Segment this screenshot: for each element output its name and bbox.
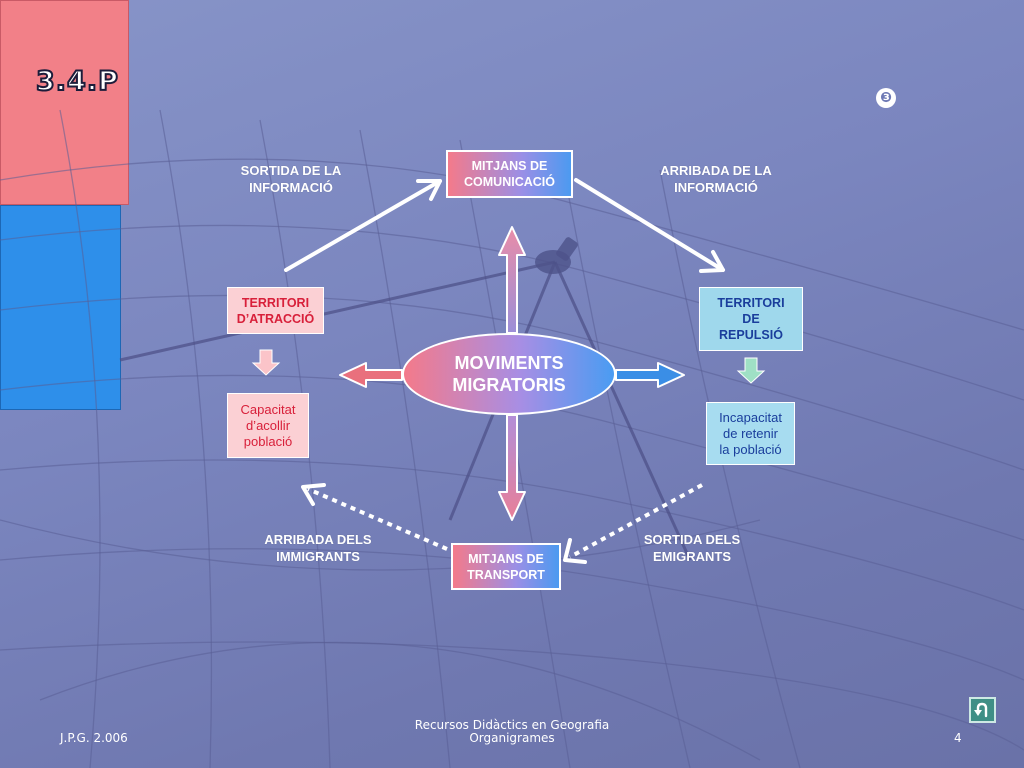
back-button[interactable] <box>969 697 996 723</box>
step-badge: ❸ <box>876 88 896 108</box>
slide-code: 3.4.P <box>35 65 119 98</box>
footer-author: J.P.G. 2.006 <box>60 731 128 745</box>
label-immigrants-in: ARRIBADA DELS IMMIGRANTS <box>264 532 372 564</box>
repulsion-title: TERRITORI DE REPULSIÓ <box>699 287 803 351</box>
arrow-center-right <box>615 362 685 388</box>
media-box: MITJANS DE COMUNICACIÓ <box>446 150 573 198</box>
transport-box: MITJANS DE TRANSPORT <box>451 543 561 590</box>
arrow-center-left <box>339 362 403 388</box>
attraction-title: TERRITORI D’ATRACCIÓ <box>227 287 324 334</box>
arrow-center-up <box>498 226 526 334</box>
arrowhead-emigrants <box>563 538 587 564</box>
label-emigrants-out: SORTIDA DELS EMIGRANTS <box>643 532 741 564</box>
repulsion-capacity: Incapacitat de retenir la població <box>706 402 795 465</box>
return-arrow-icon <box>973 702 987 718</box>
label-info-out: SORTIDA DE LA INFORMACIÓ <box>240 163 342 195</box>
attraction-capacity: Capacitat d’acollir població <box>227 393 309 458</box>
label-info-in: ARRIBADA DE LA INFORMACIÓ <box>660 163 772 195</box>
arrow-info-out <box>284 179 442 272</box>
arrow-info-in <box>574 178 725 273</box>
down-arrow-repulsion-icon <box>736 357 766 384</box>
arrowhead-immigrants <box>301 483 326 506</box>
footer-page-number: 4 <box>954 731 962 745</box>
down-arrow-attraction-icon <box>251 349 281 376</box>
arrow-center-down <box>498 414 526 521</box>
center-ellipse: MOVIMENTS MIGRATORIS <box>402 333 616 415</box>
footer-title: Recursos Didàctics en Geografia Organigr… <box>414 718 610 745</box>
